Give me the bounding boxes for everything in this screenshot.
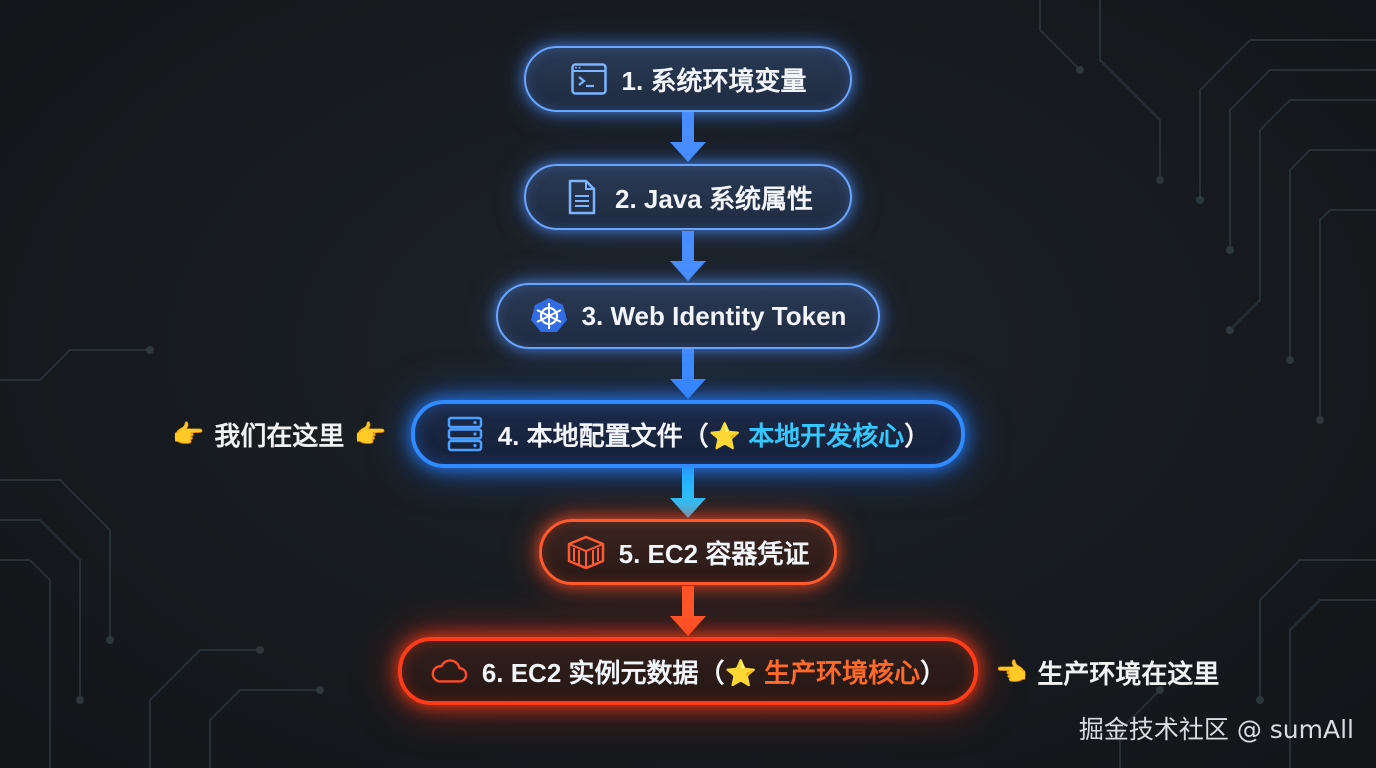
step-6-text: 6. EC2 实例元数据（⭐ 生产环境核心） [482, 653, 946, 690]
arrow-down-2 [670, 231, 706, 281]
arrow-down-1 [670, 112, 706, 162]
kubernetes-wheel-icon [530, 297, 568, 335]
arrow-down-3 [670, 349, 706, 399]
pointing-right-hand-icon: 👉 [354, 419, 387, 449]
star-icon: ⭐ [708, 420, 742, 451]
step-1-node: 1. 系统环境变量 [524, 46, 852, 112]
arrow-down-4 [670, 468, 706, 518]
watermark: 掘金技术社区 @ sumAll [1078, 715, 1354, 744]
star-icon: ⭐ [724, 657, 757, 688]
annotation-local-text: 我们在这里 [214, 421, 345, 451]
step-4-node: 4. 本地配置文件（⭐ 本地开发核心） [411, 400, 965, 468]
step-5-label: 5. EC2 容器凭证 [618, 538, 810, 569]
step-6-highlight: 生产环境核心 [764, 657, 921, 688]
step-1-label: 1. 系统环境变量 [621, 65, 807, 96]
annotation-production: 👈 生产环境在这里 [995, 654, 1219, 691]
arrow-down-5 [670, 586, 706, 636]
document-icon [563, 178, 601, 216]
step-3-label: 3. Web Identity Token [581, 300, 847, 331]
annotation-production-text: 生产环境在这里 [1037, 659, 1220, 689]
server-stack-icon [446, 415, 484, 453]
step-6-close: ） [920, 657, 947, 688]
step-3-node: 3. Web Identity Token [496, 283, 880, 349]
step-6-label: 6. EC2 实例元数据（ [481, 657, 725, 688]
pointing-right-hand-icon: 👉 [172, 419, 205, 449]
container-icon [567, 533, 605, 571]
cloud-icon [430, 652, 468, 690]
step-5-node: 5. EC2 容器凭证 [539, 519, 837, 585]
step-4-close: ） [904, 420, 931, 451]
pointing-left-hand-icon: 👈 [995, 657, 1028, 687]
step-6-node: 6. EC2 实例元数据（⭐ 生产环境核心） [398, 637, 978, 705]
step-2-node: 2. Java 系统属性 [524, 164, 852, 230]
step-4-highlight: 本地开发核心 [748, 420, 905, 451]
step-4-text: 4. 本地配置文件（⭐ 本地开发核心） [498, 416, 931, 453]
annotation-local: 👉 我们在这里 👉 [172, 416, 387, 453]
terminal-icon [570, 60, 608, 98]
step-2-label: 2. Java 系统属性 [615, 183, 813, 214]
step-4-label: 4. 本地配置文件（ [497, 420, 709, 451]
